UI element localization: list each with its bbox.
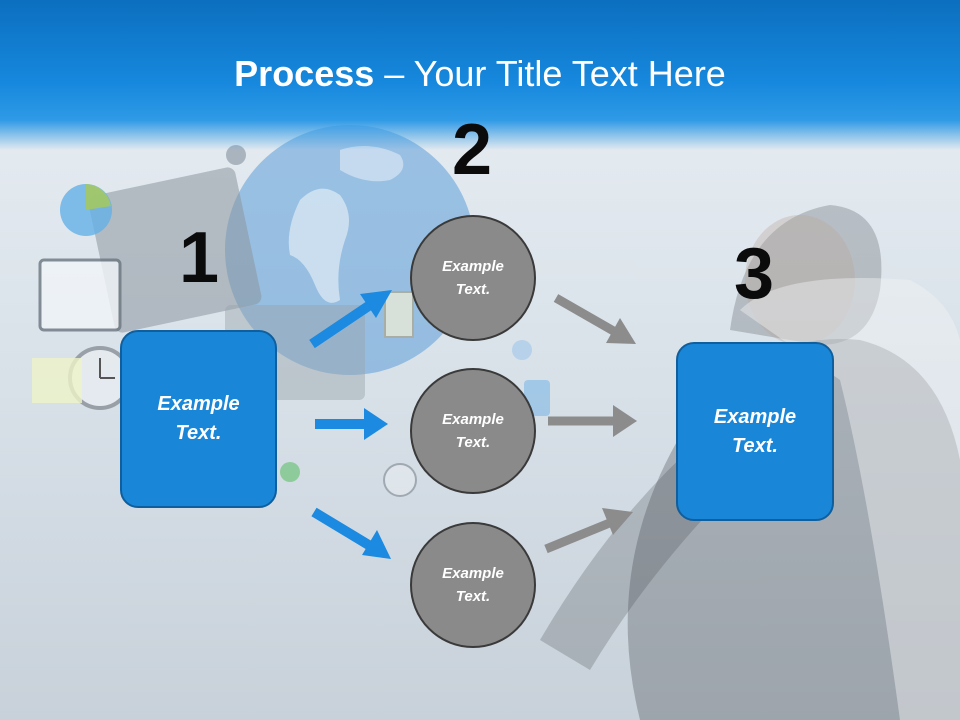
blue-arrow-up — [309, 290, 392, 349]
process-box-right: Example Text. — [676, 342, 834, 521]
step-number-2: 2 — [451, 110, 493, 190]
step-number-1: 1 — [178, 218, 220, 298]
title-band — [0, 0, 960, 150]
gray-arrow-up — [544, 508, 633, 554]
circle-middle-line1: Example — [442, 411, 504, 428]
blue-arrow-right — [315, 408, 388, 440]
box-left-line2: Text. — [175, 422, 222, 444]
blue-arrow-down — [311, 507, 391, 559]
box-left-line1: Example — [157, 393, 240, 415]
circle-middle-line2: Text. — [455, 434, 491, 451]
process-circle-top: Example Text. — [410, 215, 536, 341]
circle-top-line2: Text. — [455, 281, 491, 298]
gray-arrow-right — [548, 405, 637, 437]
step-number-3: 3 — [733, 234, 775, 314]
gray-arrow-down — [553, 294, 636, 344]
box-right-line1: Example — [713, 405, 797, 428]
circle-bottom-line2: Text. — [455, 588, 491, 605]
process-box-left: Example Text. — [120, 330, 277, 508]
process-circle-bottom: Example Text. — [410, 522, 536, 648]
box-right-line2: Text. — [732, 434, 778, 457]
circle-top-line1: Example — [442, 258, 504, 275]
slide-title: Process – Your Title Text Here — [0, 52, 960, 96]
process-circle-middle: Example Text. — [410, 368, 536, 494]
title-bold: Process — [234, 53, 375, 94]
title-rest: – Your Title Text Here — [374, 53, 726, 94]
circle-bottom-line1: Example — [442, 565, 504, 582]
